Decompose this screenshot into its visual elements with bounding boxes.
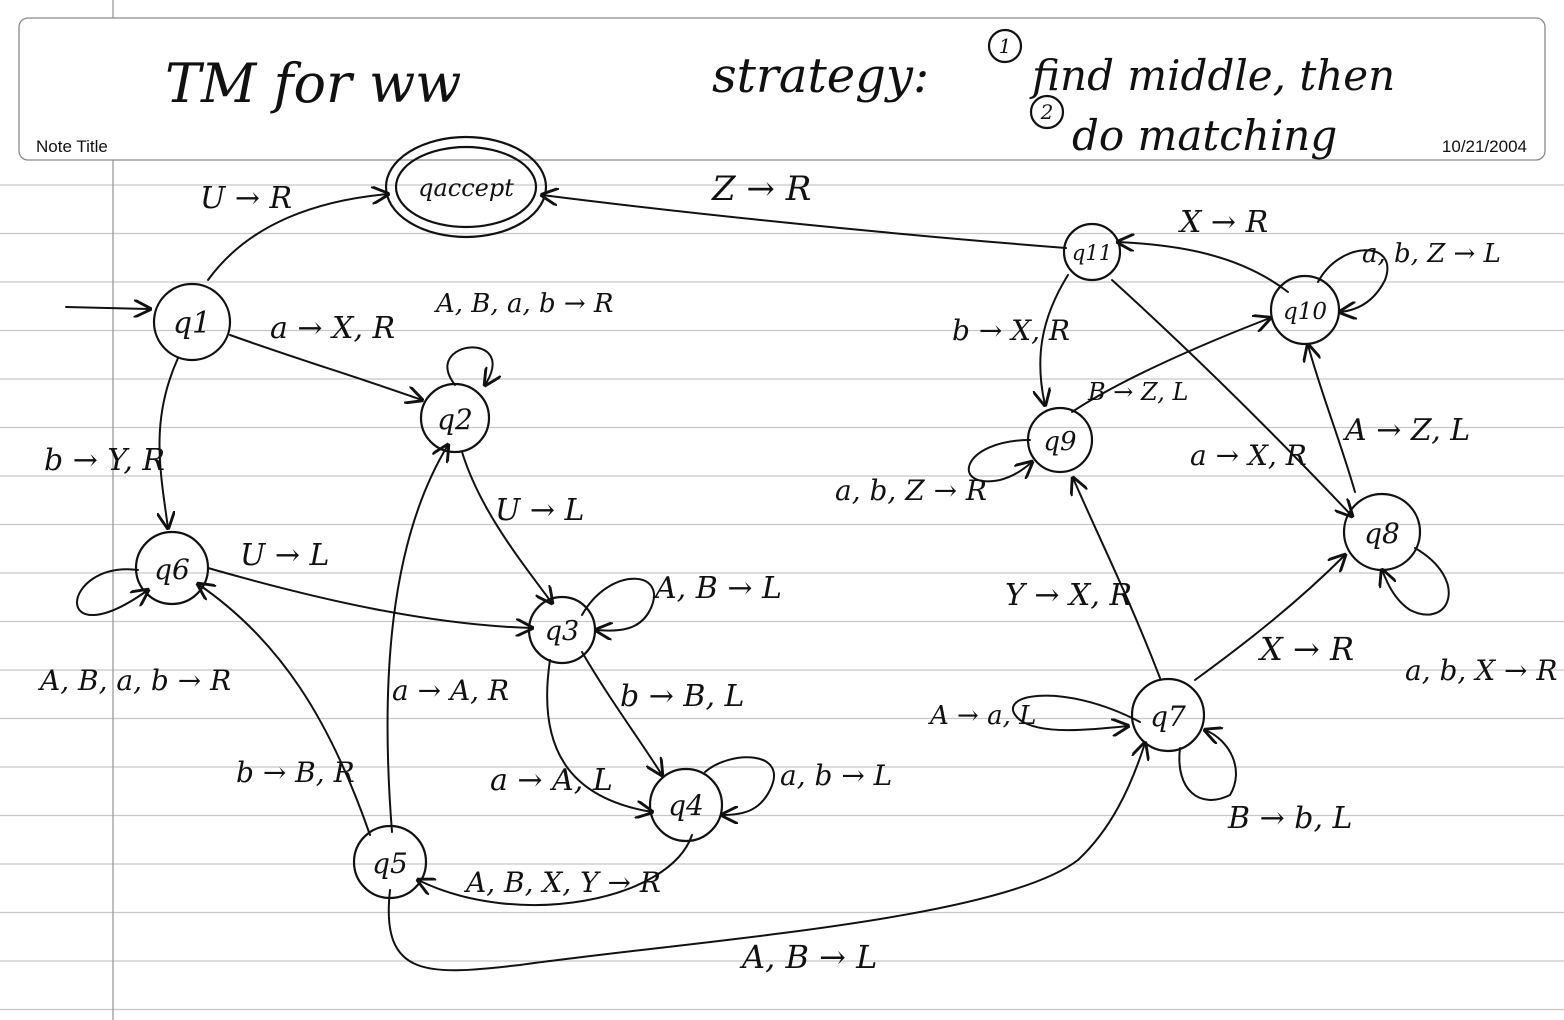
state-q3-label: q3 (545, 616, 579, 647)
edge-q7-self-b (1178, 730, 1237, 801)
label-q4-q5: A, B, X, Y → R (463, 866, 661, 899)
edge-q3-q4-b (581, 651, 662, 775)
edge-q9-q10 (1071, 318, 1270, 413)
label-q6-q3: U → L (240, 538, 329, 573)
state-q7-label: q7 (1150, 700, 1186, 733)
label-q9-self: a, b, Z → R (835, 474, 987, 507)
edge-q6-self (76, 568, 148, 616)
step1-text: find middle, then (1029, 51, 1395, 100)
ruled-lines (0, 184, 1564, 1011)
note-title-label: Note Title (36, 137, 108, 156)
state-q1-label: q1 (173, 306, 211, 341)
label-q7-q8: X → R (1257, 630, 1354, 668)
state-qaccept: qaccept (384, 135, 548, 239)
label-q1-qaccept: U → R (200, 181, 292, 216)
edges (65, 194, 1450, 972)
transition-labels: U → R a → X, R b → Y, R A, B, a, b → R U… (37, 169, 1558, 976)
edge-q1-q6 (160, 357, 179, 528)
edge-q1-qaccept (207, 194, 388, 281)
state-q2: q2 (419, 382, 491, 454)
label-q10-self: a, b, Z → L (1362, 239, 1501, 269)
state-qaccept-label: qaccept (418, 174, 514, 202)
note-title: TM for ww (165, 52, 461, 115)
strategy-label: strategy: (712, 48, 929, 104)
label-q11-q8: a → X, R (1190, 439, 1307, 472)
state-q7: q7 (1130, 677, 1206, 753)
edge-q2-q3 (461, 451, 552, 603)
label-q1-q6: b → Y, R (44, 443, 165, 478)
label-q8-q10: A → Z, L (1342, 413, 1470, 448)
edge-q11-qaccept (542, 195, 1067, 249)
start-arrow (65, 307, 150, 309)
state-q5-label: q5 (372, 847, 408, 880)
step1-circle (987, 28, 1023, 64)
state-q9: q9 (1026, 406, 1094, 474)
edge-q5-q6 (198, 584, 371, 836)
step2-circle (1029, 94, 1065, 130)
edge-q4-self (704, 756, 775, 815)
state-q10-label: q10 (1283, 299, 1327, 325)
label-q2-self: A, B, a, b → R (434, 289, 614, 319)
state-q10: q10 (1269, 274, 1341, 346)
edge-q3-self (581, 577, 655, 631)
edge-q9-self (967, 439, 1032, 483)
label-q6-self: A, B, a, b → R (37, 664, 231, 697)
label-q2-q3: U → L (495, 493, 584, 528)
edge-q5-q2 (386, 445, 448, 833)
state-q5: q5 (352, 824, 428, 900)
label-q3-q4-b: b → B, L (620, 679, 744, 714)
state-q9-label: q9 (1043, 427, 1076, 457)
state-q6-label: q6 (154, 553, 190, 586)
state-q3: q3 (527, 595, 597, 665)
edge-q7-q8 (1194, 555, 1345, 681)
state-q4-label: q4 (668, 789, 704, 822)
note-date: 10/21/2004 (1442, 137, 1527, 156)
label-q8-self: a, b, X → R (1405, 654, 1558, 687)
state-q8-label: q8 (1364, 517, 1400, 550)
label-q11-qaccept: Z → R (711, 169, 811, 209)
state-q2-label: q2 (437, 403, 473, 436)
state-q6: q6 (134, 530, 210, 606)
state-q8: q8 (1342, 492, 1422, 572)
edge-q2-self (446, 346, 492, 385)
edge-q7-self-a (1012, 694, 1141, 730)
label-q5-q7: A, B → L (739, 938, 877, 976)
label-q1-q2: a → X, R (270, 311, 395, 346)
states: q1 q2 q3 q4 q5 q6 q7 q8 (134, 135, 1422, 900)
label-q4-self: a, b → L (780, 759, 892, 792)
edge-q4-q5 (418, 834, 693, 906)
label-q7-self-b: B → b, L (1227, 801, 1352, 836)
state-q1: q1 (152, 282, 232, 362)
edge-q10-q11 (1118, 242, 1289, 293)
state-q11-label: q11 (1072, 241, 1112, 265)
step2-text: do matching (1072, 111, 1337, 160)
label-q3-self: A, B → L (652, 571, 782, 606)
label-q3-q4-a: a → A, L (490, 763, 613, 798)
label-q7-self-a: A → a, L (928, 701, 1036, 731)
edge-q1-q2 (229, 334, 422, 400)
label-q5-q2: a → A, R (392, 674, 509, 707)
state-q4: q4 (648, 767, 724, 843)
label-q10-q11: X → R (1178, 205, 1268, 240)
label-q11-q9: b → X, R (952, 314, 1070, 347)
edge-q8-q10 (1308, 345, 1356, 493)
label-q5-q6: b → B, R (236, 756, 355, 789)
label-q9-q10: B → Z, L (1087, 378, 1188, 406)
step2-number: 2 (1040, 100, 1054, 124)
edge-q5-q7 (387, 743, 1145, 972)
edge-q3-q4-a (546, 659, 652, 812)
edge-q11-q9 (1040, 274, 1069, 405)
state-q11: q11 (1062, 222, 1122, 282)
edge-q10-self (1317, 249, 1389, 312)
label-q7-q9: Y → X, R (1005, 578, 1132, 613)
title-box (18, 17, 1546, 161)
edge-q8-self (1382, 547, 1450, 616)
edge-q11-q8 (1111, 279, 1352, 516)
step1-number: 1 (999, 34, 1012, 58)
edge-q6-q3 (207, 567, 532, 628)
edge-q7-q9 (1073, 478, 1161, 679)
